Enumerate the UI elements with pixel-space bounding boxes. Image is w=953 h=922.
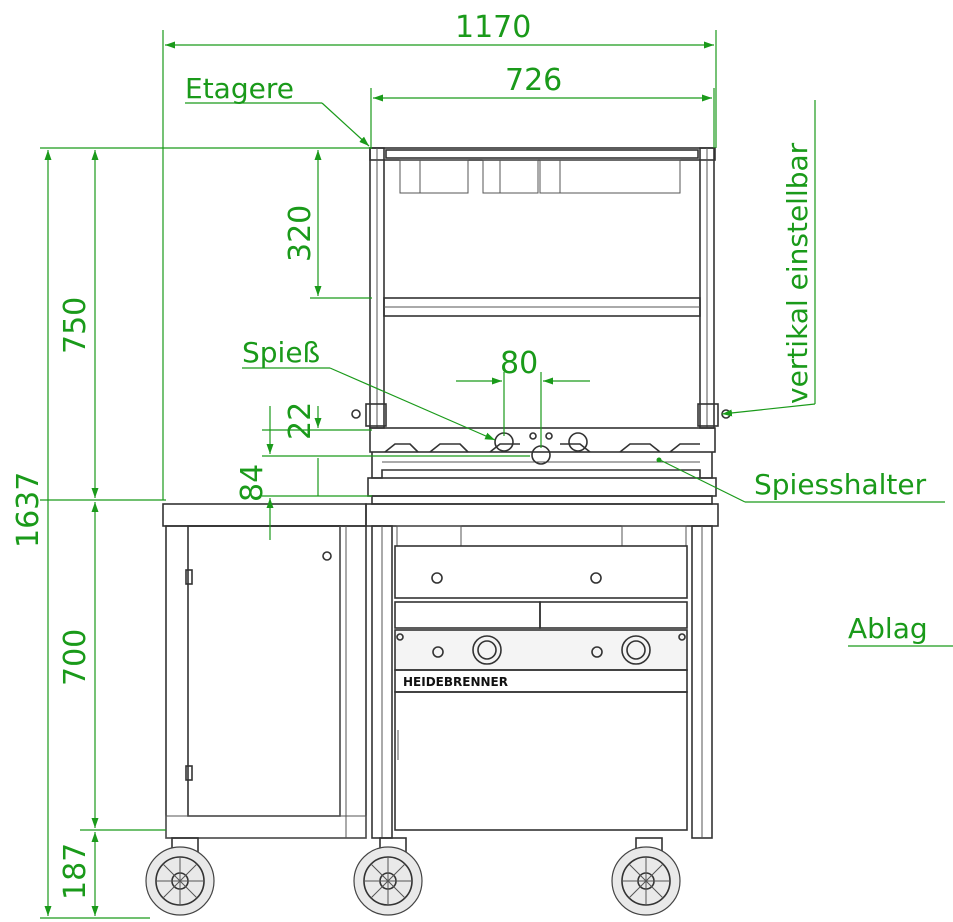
label-skewer: Spieß xyxy=(242,336,320,369)
dim-skewer-spacing: 80 xyxy=(500,346,538,381)
dim-body-height: 700 xyxy=(58,629,93,686)
dim-etagere-width: 726 xyxy=(505,63,562,98)
dim-total-width: 1170 xyxy=(455,10,531,45)
caster-right xyxy=(611,837,681,916)
dim-holder-height: 84 xyxy=(235,464,270,502)
caster-wheels xyxy=(145,837,681,916)
dimensions: 1170 726 1637 750 700 187 320 22 xyxy=(11,10,717,919)
dim-skewer-offset: 22 xyxy=(283,402,318,440)
label-etagere: Etagere xyxy=(185,72,294,105)
brand-label: HEIDEBRENNER xyxy=(403,675,508,689)
callouts: Etagere vertikal einstellbar Spieß Spies… xyxy=(185,72,953,647)
dim-etagere-height: 750 xyxy=(58,297,93,354)
caster-left xyxy=(145,837,215,916)
grill-body: HEIDEBRENNER xyxy=(365,477,719,839)
label-vertical-adjustable: vertikal einstellbar xyxy=(781,142,814,404)
caster-middle xyxy=(353,837,423,916)
dim-wheel-height: 187 xyxy=(58,843,93,900)
dim-shelf-spacing: 320 xyxy=(283,205,318,262)
side-cabinet xyxy=(162,503,367,839)
dim-total-height: 1637 xyxy=(11,472,46,548)
label-shelf: Ablag xyxy=(848,612,928,645)
machine: HEIDEBRENNER xyxy=(145,147,731,916)
label-skewer-holder: Spiesshalter xyxy=(754,468,927,501)
